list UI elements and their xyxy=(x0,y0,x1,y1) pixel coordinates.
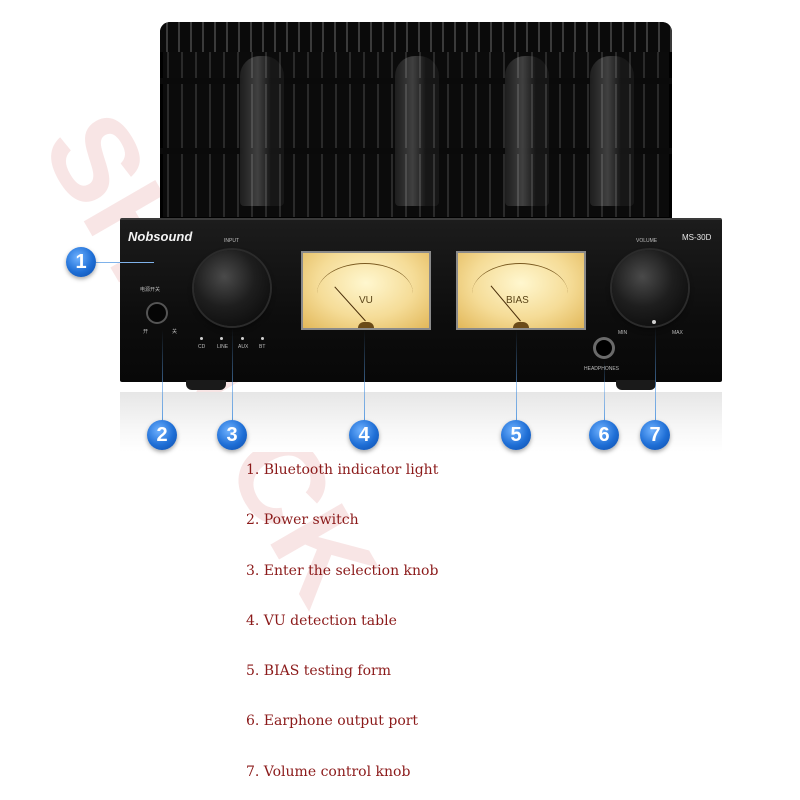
input-option-bt: BT xyxy=(259,344,266,350)
callout-leader-4 xyxy=(364,330,365,424)
cage-top-grille xyxy=(160,22,672,52)
bias-label: BIAS xyxy=(506,295,529,306)
legend-item-6: 6. Earphone output port xyxy=(246,713,419,729)
tube-cage xyxy=(160,22,672,220)
volume-indicator xyxy=(652,320,656,324)
bias-pivot xyxy=(513,322,529,328)
chassis-foot xyxy=(616,380,656,390)
vacuum-tube xyxy=(505,56,549,206)
power-label: 电源开关 xyxy=(140,287,161,293)
vacuum-tube xyxy=(590,56,634,206)
legend-item-4: 4. VU detection table xyxy=(246,613,397,629)
legend-item-7: 7. Volume control knob xyxy=(246,764,411,780)
callout-leader-1 xyxy=(96,262,154,263)
legend-item-1: 1. Bluetooth indicator light xyxy=(246,462,439,478)
bias-scale xyxy=(472,263,568,324)
callout-badge-4: 4 xyxy=(349,420,379,450)
volume-min-label: MIN xyxy=(618,330,628,336)
input-selector-knob[interactable] xyxy=(194,250,270,326)
brand-logo: Nobsound xyxy=(128,229,193,244)
power-on-label: 开 xyxy=(143,329,149,335)
callout-badge-7: 7 xyxy=(640,420,670,450)
legend-item-5: 5. BIAS testing form xyxy=(246,663,391,679)
headphone-jack[interactable] xyxy=(596,340,612,356)
input-option-aux: AUX xyxy=(238,344,249,350)
input-led xyxy=(220,337,223,340)
power-off-label: 关 xyxy=(172,329,178,335)
volume-label: VOLUME xyxy=(636,238,658,244)
callout-leader-3 xyxy=(232,328,233,424)
model-label: MS-30D xyxy=(682,233,712,242)
callout-leader-2 xyxy=(162,330,163,424)
vacuum-tube xyxy=(240,56,284,206)
vu-label: VU xyxy=(359,295,373,306)
vu-scale xyxy=(317,263,413,324)
callout-badge-6: 6 xyxy=(589,420,619,450)
callout-badge-5: 5 xyxy=(501,420,531,450)
legend-item-3: 3. Enter the selection knob xyxy=(246,563,439,579)
callout-leader-6 xyxy=(604,360,605,424)
volume-max-label: MAX xyxy=(672,330,683,336)
input-led xyxy=(241,337,244,340)
chassis-foot xyxy=(186,380,226,390)
input-label: INPUT xyxy=(224,238,239,244)
volume-knob[interactable] xyxy=(612,250,688,326)
legend-item-2: 2. Power switch xyxy=(246,512,359,528)
cage-band xyxy=(160,148,672,154)
input-led xyxy=(200,337,203,340)
vu-meter: VU xyxy=(301,251,431,330)
callout-badge-2: 2 xyxy=(147,420,177,450)
input-option-line: LINE xyxy=(217,344,229,350)
bias-meter: BIAS xyxy=(456,251,586,330)
vacuum-tube xyxy=(395,56,439,206)
input-option-cd: CD xyxy=(198,344,206,350)
power-switch[interactable] xyxy=(148,304,166,322)
callout-badge-3: 3 xyxy=(217,420,247,450)
vu-pivot xyxy=(358,322,374,328)
headphones-label: HEADPHONES xyxy=(584,366,620,372)
callout-badge-1: 1 xyxy=(66,247,96,277)
cage-band xyxy=(160,78,672,84)
callout-leader-5 xyxy=(516,330,517,424)
input-led xyxy=(261,337,264,340)
chassis-reflection xyxy=(120,392,722,452)
callout-leader-7 xyxy=(655,326,656,424)
